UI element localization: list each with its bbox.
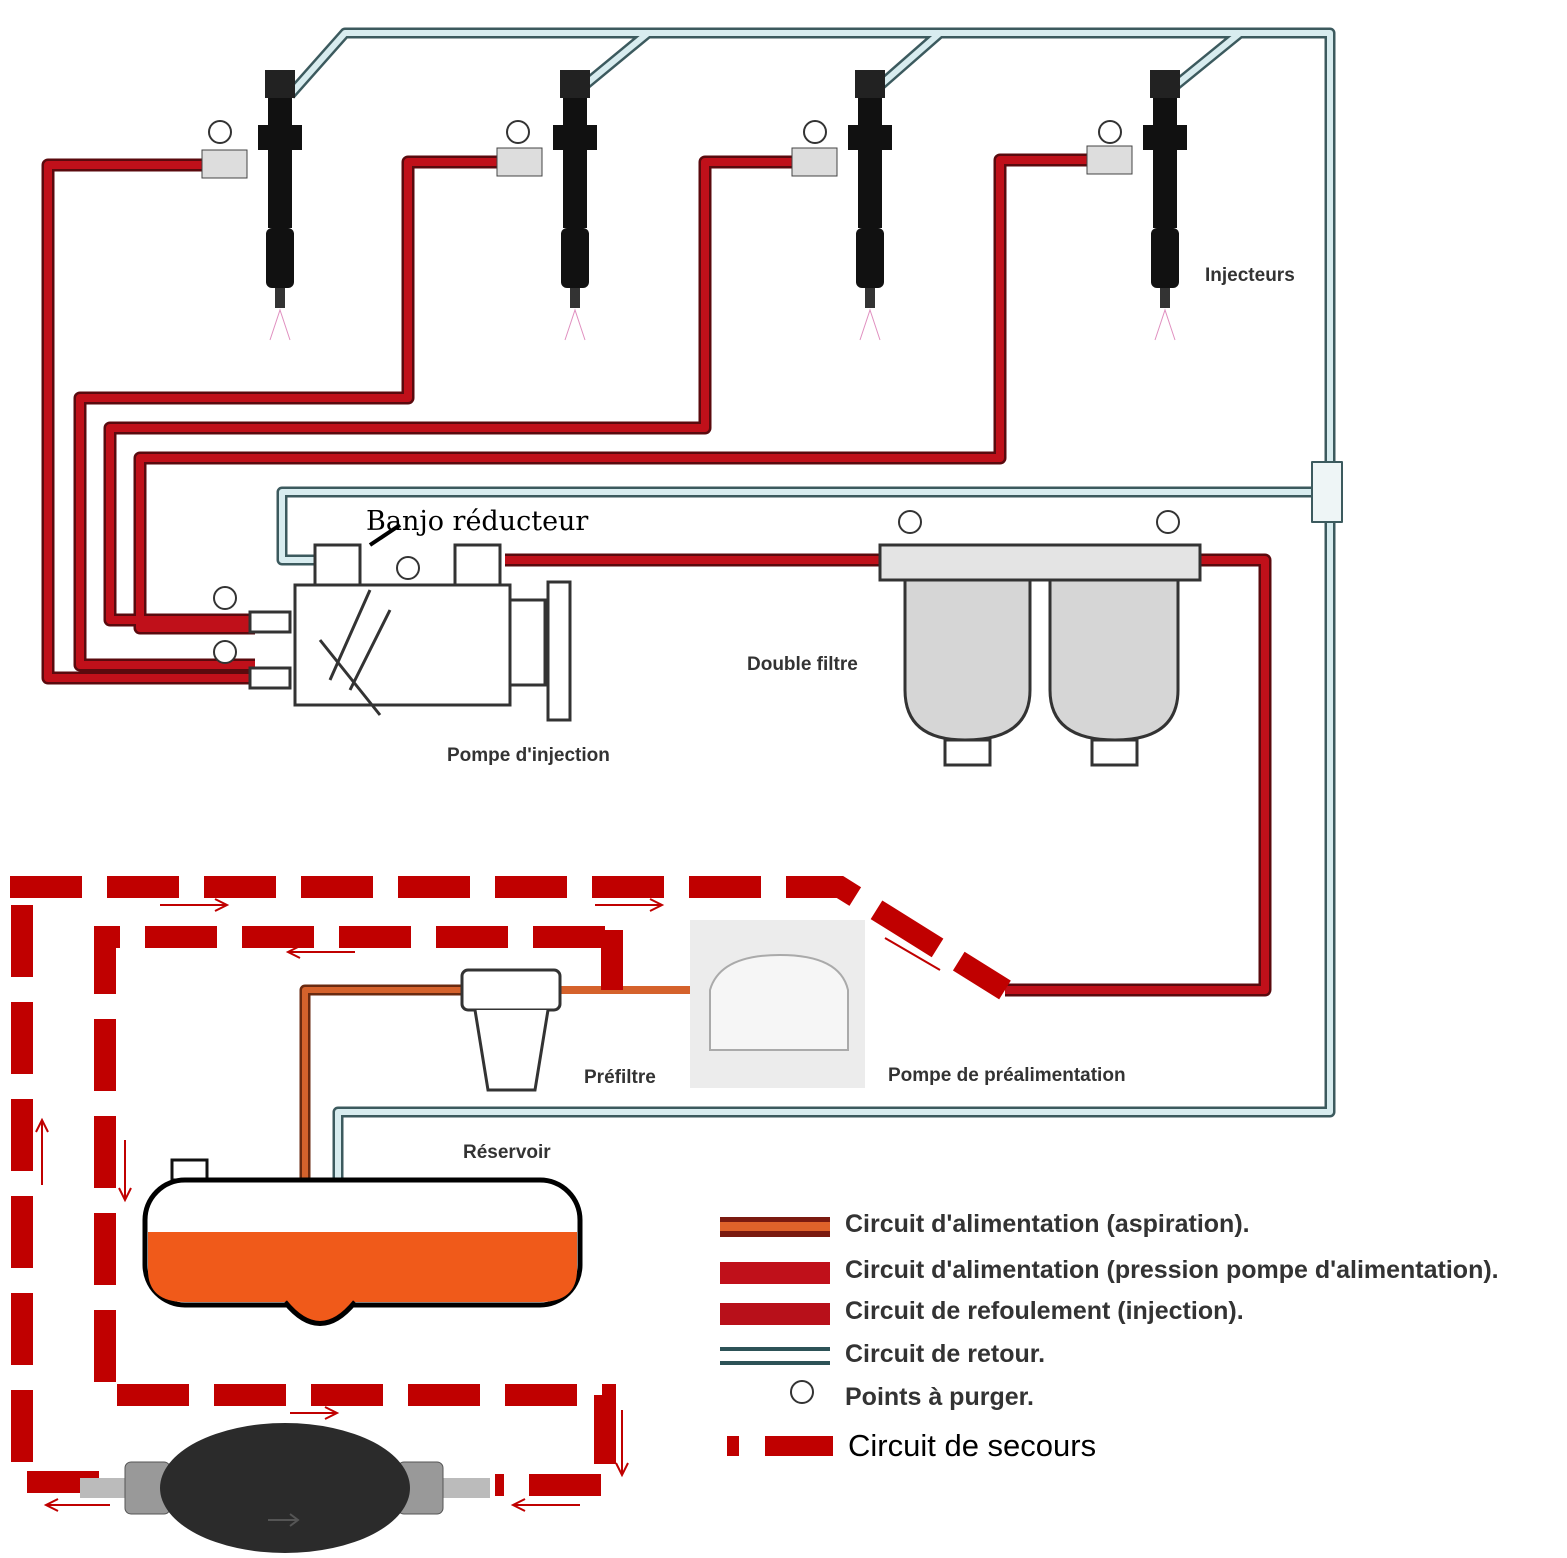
injectors — [201, 70, 1187, 341]
label-tank: Réservoir — [463, 1142, 551, 1163]
label-double-filter: Double filtre — [747, 654, 858, 675]
return-circuit — [276, 27, 1343, 1218]
prefilter — [460, 968, 562, 1092]
bleed-point-icons — [208, 120, 1180, 664]
label-prefilter: Préfiltre — [584, 1067, 656, 1088]
injection-pump — [248, 523, 572, 722]
legend-aspiration: Circuit d'alimentation (aspiration). — [845, 1210, 1250, 1238]
legend-pressure: Circuit d'alimentation (pression pompe d… — [845, 1256, 1499, 1284]
injector — [791, 70, 892, 341]
injector — [496, 70, 597, 341]
label-injection-pump: Pompe d'injection — [447, 745, 610, 766]
legend-swatches — [720, 1217, 833, 1456]
double-filter — [878, 543, 1202, 767]
legend-return: Circuit de retour. — [845, 1340, 1046, 1368]
injection-circuit — [41, 153, 1272, 1290]
feed-pump — [690, 920, 865, 1088]
legend-bleed-points: Points à purger. — [845, 1383, 1034, 1411]
injector — [201, 70, 302, 341]
label-feed-pump: Pompe de préalimentation — [888, 1065, 1126, 1086]
legend-secours: Circuit de secours — [848, 1428, 1097, 1463]
priming-bulb-pump — [80, 1423, 490, 1553]
injector — [1086, 70, 1187, 341]
label-injectors: Injecteurs — [1205, 265, 1295, 286]
legend-injection: Circuit de refoulement (injection). — [845, 1297, 1244, 1325]
flow-arrows — [35, 898, 941, 1512]
tank — [142, 1158, 583, 1326]
label-banjo: Banjo réducteur — [366, 506, 589, 537]
